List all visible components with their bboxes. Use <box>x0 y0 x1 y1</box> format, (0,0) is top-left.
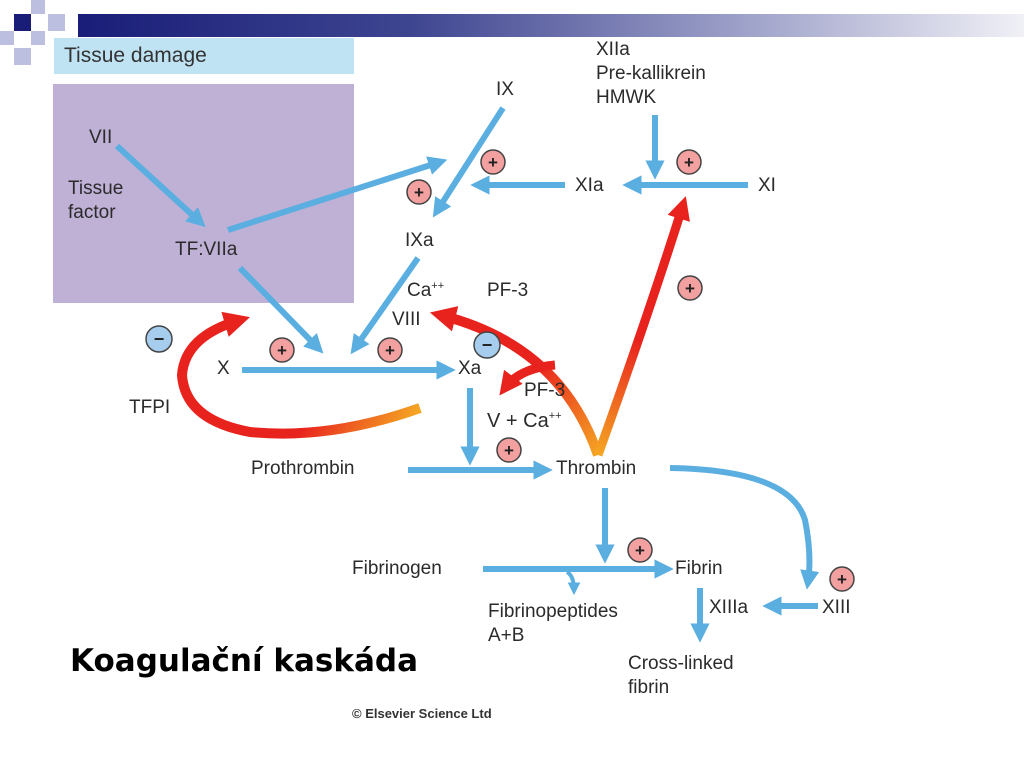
arrow-fibrinopeptides-release <box>565 570 581 596</box>
plus-badge: + <box>676 149 702 175</box>
svg-text:+: + <box>414 183 424 202</box>
node-xiii: XIII <box>822 597 851 618</box>
node-xi: XI <box>758 175 776 196</box>
decor-square-light <box>31 31 45 45</box>
svg-text:−: − <box>154 329 165 349</box>
extrinsic-pathway-box <box>53 84 354 303</box>
svg-text:+: + <box>635 541 645 560</box>
tissue-damage-label: Tissue damage <box>64 44 207 67</box>
node-tfpi: TFPI <box>129 397 171 418</box>
node-prothrombin: Prothrombin <box>251 458 355 479</box>
node-xa: Xa <box>458 358 482 379</box>
arrow-thrombin-to-xiii <box>669 465 820 590</box>
arrow-tfviia-to-ixa <box>227 156 448 233</box>
node-fibrinogen: Fibrinogen <box>352 558 442 579</box>
node-ca-1: Ca++ <box>407 280 445 301</box>
node-x: X <box>217 358 230 379</box>
header-gradient-bar <box>78 14 1024 37</box>
slide-title: Koagulační kaskáda <box>70 643 418 679</box>
svg-text:+: + <box>504 441 514 460</box>
minus-badge-tfpi: − <box>145 325 173 353</box>
node-pf3-1: PF-3 <box>487 280 529 301</box>
node-fibrinopeptides-line1: Fibrinopeptides <box>488 601 618 622</box>
node-v-ca: V + Ca++ <box>487 410 562 432</box>
svg-text:+: + <box>385 341 395 360</box>
thrombin-to-viii-feedback-arrow <box>429 306 603 457</box>
plus-badge: + <box>627 537 653 563</box>
plus-badge: + <box>406 179 432 205</box>
node-fibrinopeptides-line2: A+B <box>488 625 525 646</box>
node-cross-linked-line1: Cross-linked <box>628 653 734 674</box>
plus-badge: + <box>677 275 703 301</box>
node-viii: VIII <box>392 309 421 330</box>
svg-text:+: + <box>684 153 694 172</box>
svg-text:+: + <box>488 153 498 172</box>
thrombin-to-xi-feedback-arrow <box>593 196 690 457</box>
decor-square-light <box>31 0 45 14</box>
arrow-tfviia-to-xa <box>237 265 324 354</box>
svg-text:−: − <box>482 335 493 355</box>
copyright-notice: © Elsevier Science Ltd <box>352 706 492 721</box>
svg-text:+: + <box>277 341 287 360</box>
arrow-ix-to-ixa <box>432 106 506 218</box>
xa-to-v-feedback-arrow <box>499 360 556 396</box>
plus-badge: + <box>377 337 403 363</box>
decor-square-light <box>0 31 14 45</box>
decor-square-dark <box>14 14 31 31</box>
node-ix: IX <box>496 79 514 100</box>
plus-badge: + <box>480 149 506 175</box>
node-pf3-2: PF-3 <box>524 380 566 401</box>
node-vii: VII <box>89 127 113 148</box>
arrow-ixa-to-xa <box>350 256 421 355</box>
plus-badge: + <box>496 437 522 463</box>
plus-badges: + + + + + + + + + <box>269 149 855 592</box>
node-xia: XIa <box>575 175 604 196</box>
node-xiia: XIIa <box>596 39 630 60</box>
plus-badge: + <box>829 566 855 592</box>
tfpi-inhibition-arrow <box>176 311 422 439</box>
node-hmwk: HMWK <box>596 87 657 108</box>
svg-text:+: + <box>685 279 695 298</box>
node-prekallikrein: Pre-kallikrein <box>596 63 706 84</box>
node-thrombin: Thrombin <box>556 458 637 479</box>
node-xiiia: XIIIa <box>709 597 749 618</box>
node-ixa: IXa <box>405 230 434 251</box>
node-cross-linked-line2: fibrin <box>628 677 670 698</box>
decor-square-mid <box>14 48 31 65</box>
node-tf-viia: TF:VIIa <box>175 239 238 260</box>
node-tissue-factor-line1: Tissue <box>68 178 124 199</box>
minus-badge-xa: − <box>473 331 501 359</box>
tissue-damage-header: Tissue damage <box>54 38 354 74</box>
plus-badge: + <box>269 337 295 363</box>
decor-square-mid <box>48 14 65 31</box>
node-fibrin: Fibrin <box>675 558 723 579</box>
node-tissue-factor-line2: factor <box>68 202 116 223</box>
svg-text:+: + <box>837 570 847 589</box>
arrow-vii-to-tfviia <box>114 143 206 228</box>
